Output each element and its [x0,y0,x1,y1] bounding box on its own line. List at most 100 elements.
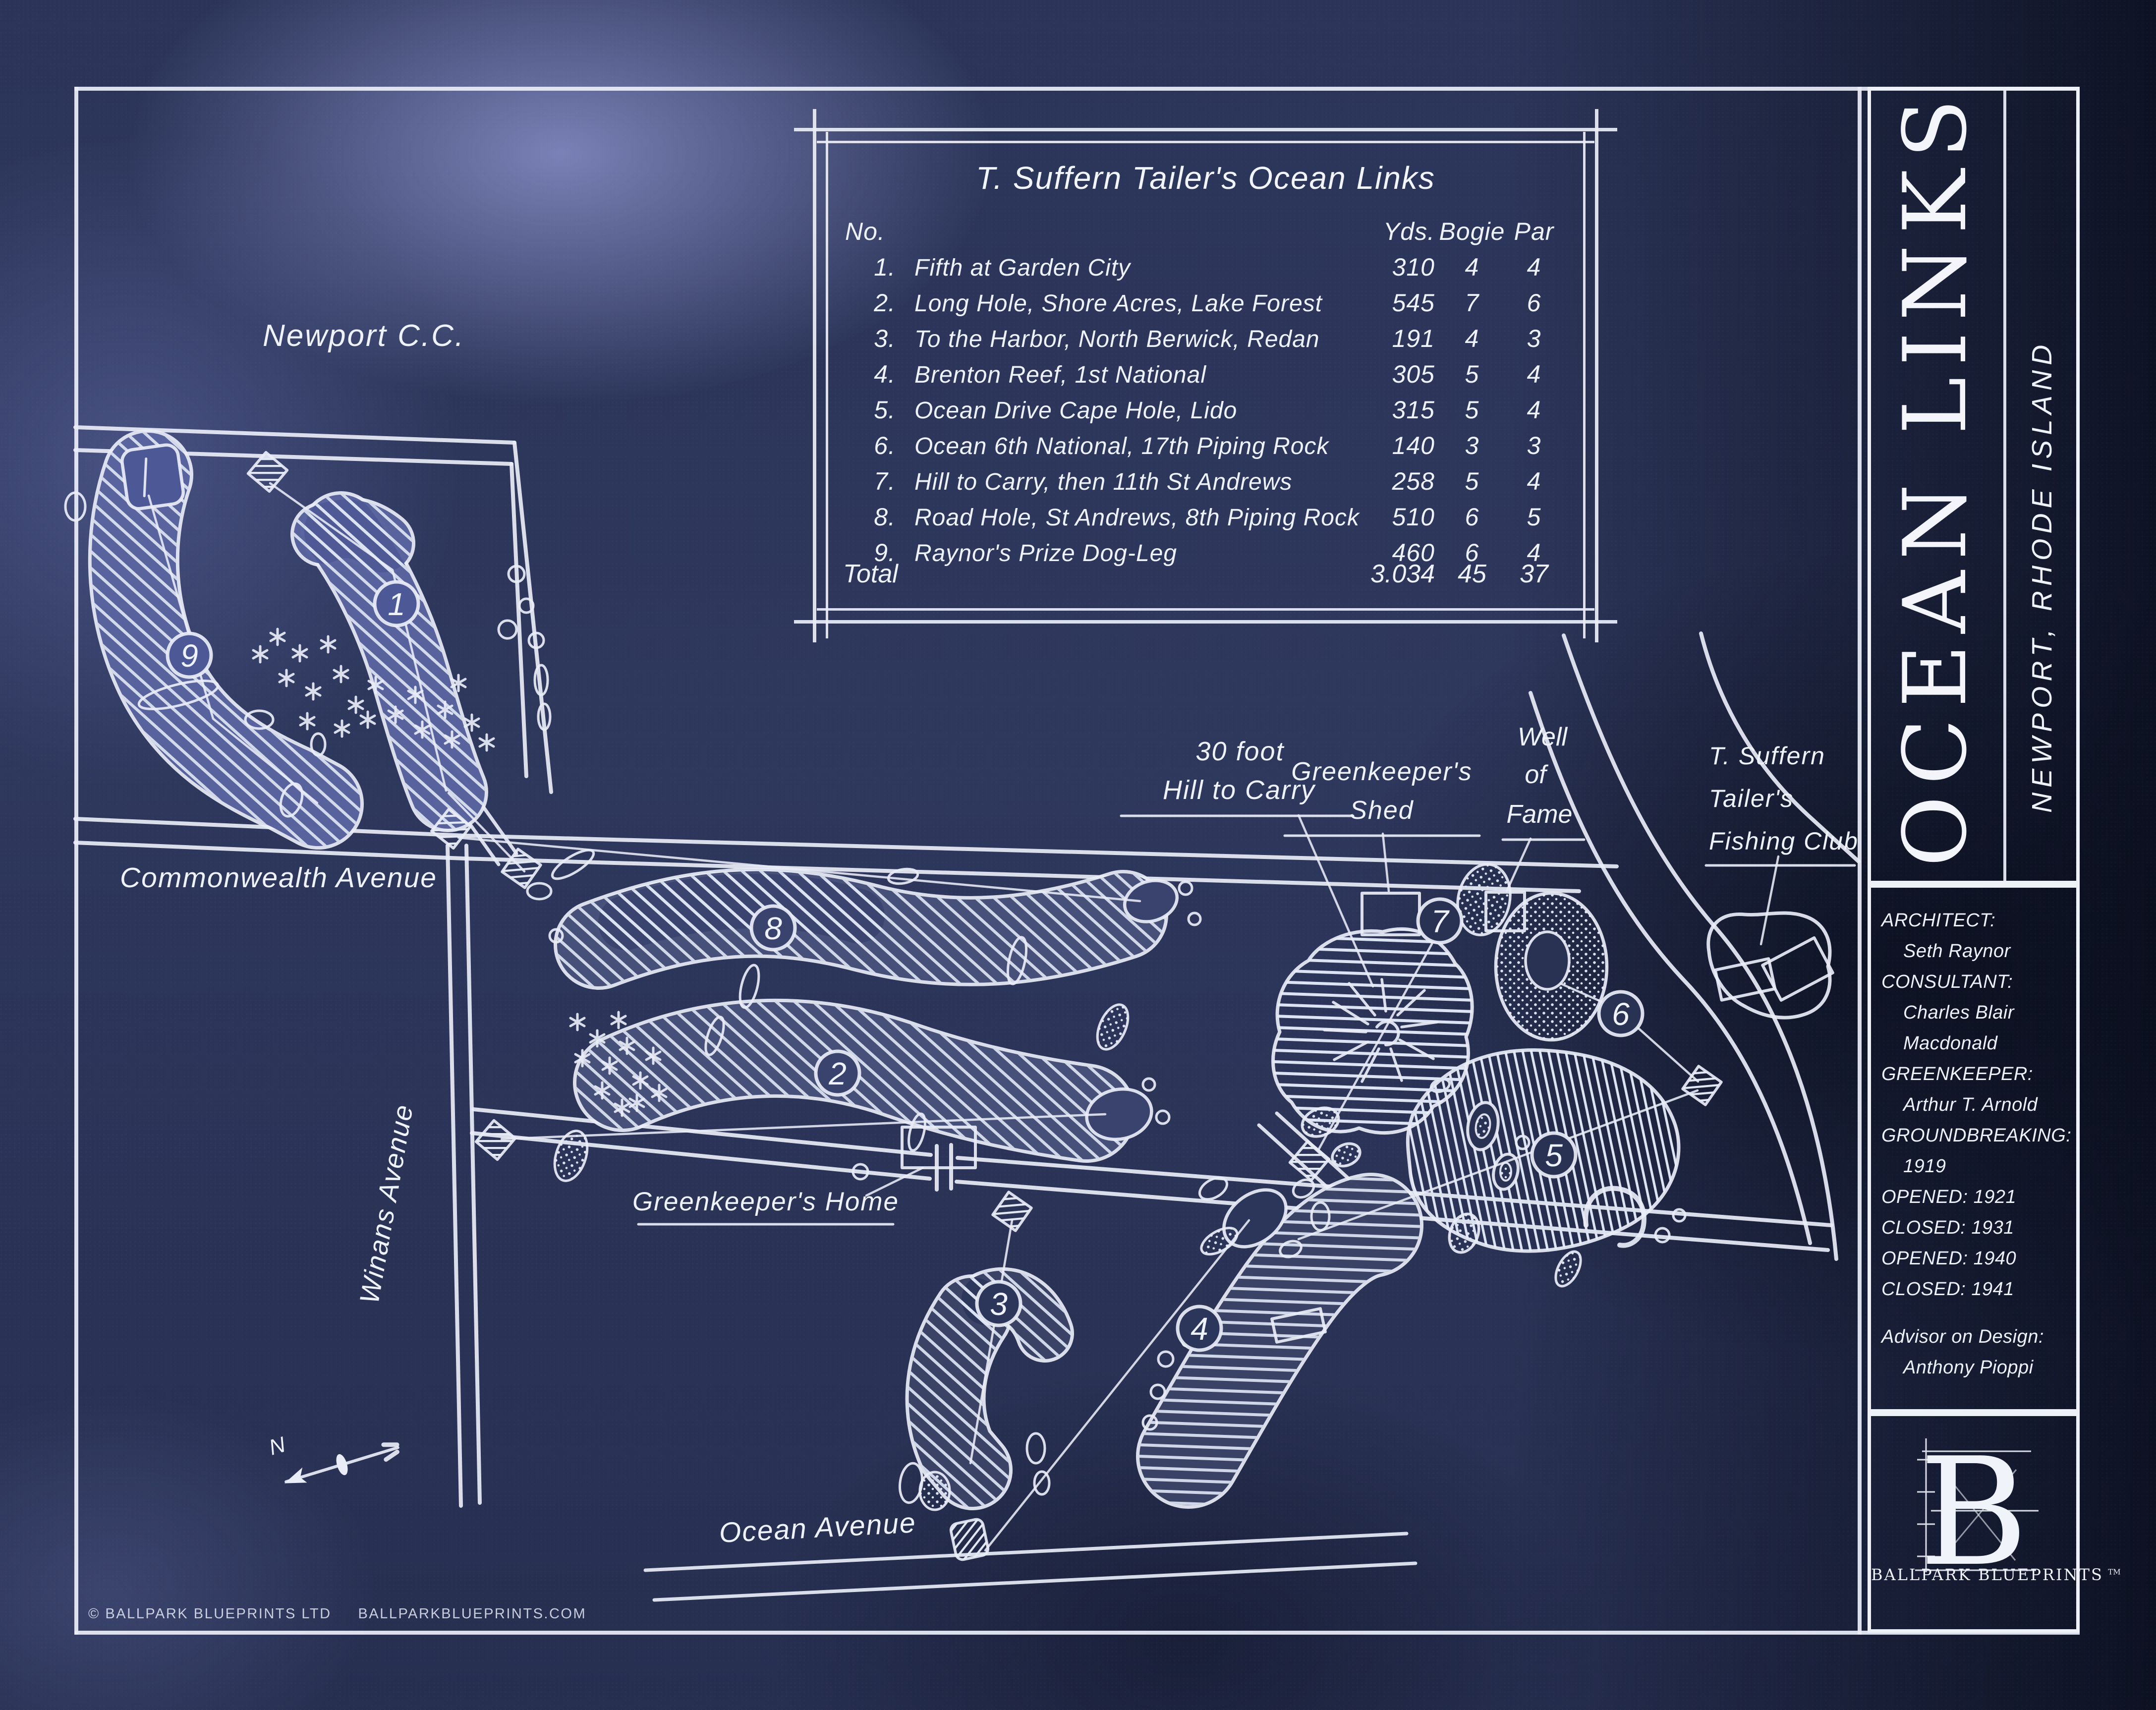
hole-number-circles [166,580,1645,1352]
tree-cluster-north [252,627,495,752]
scorecard-header-row: No. Yds. Bogie Par [840,217,1561,253]
table-border [813,109,816,642]
hill-to-carry-label-1: 30 foot [1195,737,1284,766]
info-line: ARCHITECT: [1881,910,1996,931]
well-of-fame-label-2: of [1525,760,1548,789]
brand-wordmark: BALLPARK BLUEPRINTS TM [1871,1565,2121,1584]
greens [120,443,1288,1249]
info-line: CONSULTANT: [1881,971,2013,992]
well-of-fame-label-1: Well [1518,723,1568,751]
shore-road-east [1562,633,1838,1261]
ocean-avenue-road [643,1532,1409,1572]
logo-letter-b: B [1919,1426,2028,1599]
greenkeepers-shed-label-2: Shed [1350,796,1414,825]
tee-shot-lines [147,482,1700,1552]
sidebar-title-box [1868,87,2080,884]
hole-2-number: 2 [828,1056,847,1091]
bunkers [64,491,1331,1511]
label-underlines [637,814,1856,1226]
total-yds: 3.034 [1370,560,1435,588]
info-line: GREENKEEPER: [1881,1064,2033,1084]
hole-numbers: 1 2 3 4 5 6 7 8 9 [180,586,1630,1347]
sidebar-title-divider [2003,90,2006,881]
frame-top [74,87,2080,91]
hole-9-number: 9 [180,638,198,674]
hole-7-number: 7 [1431,904,1450,939]
info-line: 1919 [1903,1156,1946,1177]
table-border-inner [817,608,1594,611]
total-par: 37 [1520,560,1548,588]
scorecard-row-8: 8.Road Hole, St Andrews, 8th Piping Rock… [874,503,1541,531]
hole-6-donut-green [1494,891,1609,1042]
hole-6-number: 6 [1612,996,1630,1032]
scorecard-total-row: Total 3.034 45 37 [840,559,1561,589]
fishing-club-building-2 [1761,936,1834,1002]
info-line: OPENED: 1921 [1881,1187,2017,1207]
info-line: Anthony Pioppi [1903,1357,2034,1378]
info-line: Macdonald [1903,1033,1998,1054]
winans-avenue-road [446,844,463,1508]
commonwealth-avenue-road [73,817,1619,868]
hole-4-number: 4 [1191,1311,1208,1347]
header-no: No. [845,218,885,245]
table-border-inner [826,132,828,638]
well-of-fame-label-3: Fame [1507,800,1573,829]
sidebar-logo-box [1868,1413,2080,1633]
info-line: GROUNDBREAKING: [1881,1125,2072,1146]
roads [73,631,1861,1602]
info-line: CLOSED: 1941 [1881,1279,2014,1300]
table-border [794,128,1617,131]
table-border-inner [817,141,1594,143]
winans-avenue-label: Winans Avenue [353,1102,419,1306]
total-label: Total [843,560,898,588]
buildings [901,862,1834,1169]
ballpark-blueprints-logo: B [1915,1426,2039,1599]
trademark-symbol: TM [2108,1567,2121,1577]
poster-subtitle-vertical: NEWPORT, RHODE ISLAND [2026,340,2058,813]
info-line: Arthur T. Arnold [1903,1094,2038,1115]
compass-n-label: N [266,1432,288,1460]
table-border-inner [1583,132,1586,638]
info-line: Advisor on Design: [1881,1326,2044,1347]
shore-road-west [1529,691,1812,1245]
info-line: OPENED: 1940 [1881,1248,2017,1269]
info-line: CLOSED: 1931 [1881,1217,2014,1238]
header-yds: Yds. [1383,218,1435,245]
header-bogie: Bogie [1439,218,1505,245]
fishing-club-label-1: T. Suffern [1709,742,1825,770]
sidebar-info-box [1868,884,2080,1413]
fishing-club-label-2: Tailer's [1709,785,1794,812]
greenkeepers-home-building [901,1126,977,1169]
hole-8-number: 8 [764,911,782,946]
header-par: Par [1514,218,1554,245]
frame-left [74,87,78,1635]
fishing-club-building-1 [1713,957,1777,1002]
total-bogie: 45 [1458,560,1486,588]
course-info-list: ARCHITECT: Seth Raynor CONSULTANT: Charl… [1881,905,2076,1383]
scorecard-title: T. Suffern Tailer's Ocean Links [976,160,1435,196]
info-line: Charles Blair [1903,1002,2015,1023]
well-side-mound [1456,862,1512,937]
tee-boxes [246,451,1723,1561]
hole-1-number: 1 [388,586,405,622]
newport-cc-label: Newport C.C. [263,319,465,353]
greenkeepers-shed-label-1: Greenkeeper's [1291,757,1472,786]
compass [284,1442,399,1483]
table-border [794,620,1617,624]
commonwealth-avenue-label: Commonwealth Avenue [120,862,437,894]
hole-3-number: 3 [990,1286,1008,1322]
label-leader-lines [865,814,1780,1197]
frame-bottom [74,1631,2080,1635]
table-border [1595,109,1598,642]
poster-title-vertical: OCEAN LINKS [1885,88,1986,867]
